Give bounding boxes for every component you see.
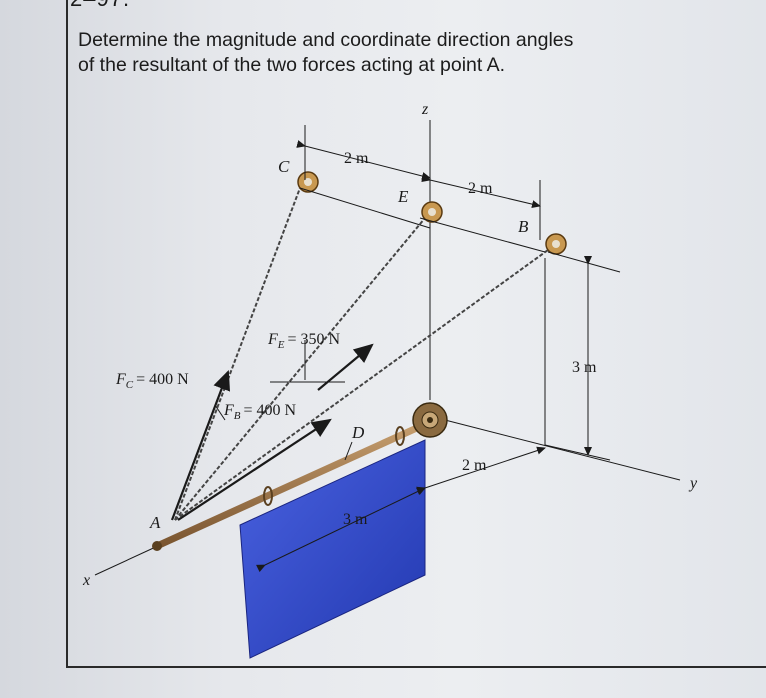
force-fc-value: = 400 N <box>136 371 189 388</box>
force-fe-subscript: E <box>277 339 285 351</box>
force-fb-subscript: B <box>234 410 241 422</box>
ceiling-line-c <box>299 187 431 229</box>
force-fc-subscript: C <box>126 379 134 391</box>
problem-text-line-2: of the resultant of the two forces actin… <box>78 54 506 76</box>
point-c-label: C <box>278 157 290 176</box>
dim-x-offset-label: 3 m <box>343 511 368 528</box>
x-axis-line <box>94 544 161 576</box>
dim-y-offset-label: 2 m <box>462 457 487 474</box>
force-fb-label: FB= 400 N <box>223 402 297 422</box>
force-fb-arrow <box>177 418 332 521</box>
rod-ad <box>153 418 434 550</box>
problem-statement: Determine the magnitude and coordinate d… <box>78 28 718 78</box>
bearing-d-hub <box>427 417 433 423</box>
problem-frame <box>66 0 766 668</box>
rod-collar-2 <box>395 426 405 446</box>
dim-top-right-label: 2 m <box>468 180 493 197</box>
ceiling-line-b <box>547 251 621 273</box>
point-a-end <box>152 541 162 551</box>
fb-guide-line <box>214 404 226 421</box>
cable-ac <box>174 187 301 521</box>
dim-line-y-offset <box>416 446 546 495</box>
force-fe-label: FE= 350 N <box>267 331 341 351</box>
ceiling-line-e <box>419 217 546 253</box>
force-fb-value: = 400 N <box>244 402 297 419</box>
force-fc-label: FC= 400 N <box>115 371 189 391</box>
force-fe-value: = 350 N <box>288 331 341 348</box>
dim-top-left-label: 2 m <box>344 150 369 167</box>
problem-text-line-1: Determine the magnitude and coordinate d… <box>78 29 574 51</box>
dim-line-top-right <box>421 174 541 209</box>
force-fe-arrow <box>317 343 374 391</box>
axis-y-label: y <box>688 475 698 492</box>
axis-x-label: x <box>82 572 90 589</box>
point-b-label: B <box>518 217 529 236</box>
force-fe-symbol: F <box>267 331 278 348</box>
force-fb-symbol: F <box>223 402 234 419</box>
dim-height-label: 3 m <box>572 359 597 376</box>
cable-ae <box>174 217 426 521</box>
d-guide-line <box>344 441 353 461</box>
dim-ext-bottom <box>544 444 611 461</box>
eyebolt-b <box>545 233 567 255</box>
dim-line-top-left <box>296 140 431 180</box>
cable-ab <box>174 249 549 521</box>
dim-line-x-offset <box>256 487 426 573</box>
point-e-label: E <box>397 187 409 206</box>
axis-z-label: z <box>421 101 429 118</box>
force-fc-symbol: F <box>115 371 126 388</box>
problem-number: 2–97. <box>70 0 130 12</box>
force-fc-arrow <box>170 369 231 521</box>
point-d-label: D <box>351 423 365 442</box>
blue-plate <box>239 439 426 659</box>
point-a-label: A <box>149 513 161 532</box>
eyebolt-c <box>297 171 319 193</box>
y-axis-line <box>444 419 681 481</box>
